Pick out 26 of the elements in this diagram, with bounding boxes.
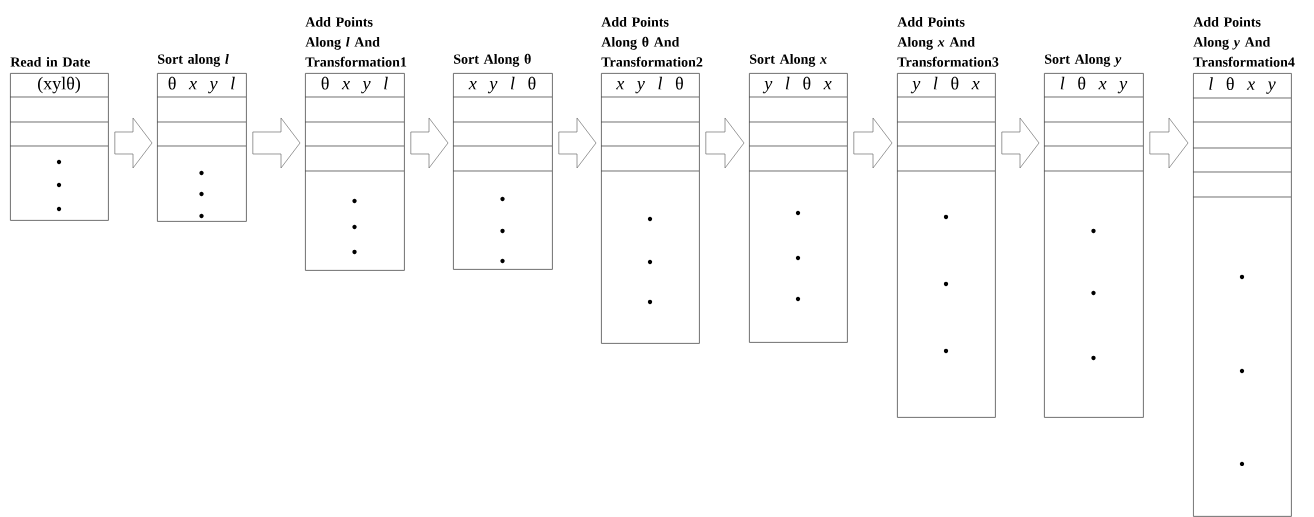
heading: Sort Along x <box>750 53 827 67</box>
column-header-text: x y l θ <box>616 76 683 94</box>
heading: Sort along l <box>158 53 229 67</box>
column-header-text: θ x y l <box>321 76 388 94</box>
block-arrow <box>1149 117 1189 169</box>
heading: Add Points Along θ And Transformation2 <box>601 16 703 67</box>
column-header-text: l θ x y <box>1060 76 1128 94</box>
column-header-text: y l θ x <box>762 76 832 94</box>
block-arrow <box>853 117 893 169</box>
block-arrow <box>114 117 153 169</box>
heading: Read in Date <box>10 56 90 67</box>
heading: Add Points Along x And Transformation3 <box>897 16 999 67</box>
heading: Sort Along y <box>1045 53 1122 67</box>
heading: Add Points Along l And Transformation1 <box>305 16 407 67</box>
block-arrow <box>252 117 301 169</box>
block-arrow <box>1001 117 1040 169</box>
heading: Add Points Along y And Transformation4 <box>1193 16 1295 67</box>
column-header-text: y l θ x <box>910 76 980 94</box>
block-arrow <box>558 117 597 169</box>
heading: Sort Along θ <box>454 53 531 67</box>
column-header-text: x y l θ <box>468 76 536 94</box>
column-header-text: θ x y l <box>168 76 235 94</box>
column-header-text: (xylθ) <box>38 76 81 94</box>
block-arrow <box>705 117 745 169</box>
block-arrow <box>410 117 449 169</box>
column-header-text: l θ x y <box>1209 77 1276 94</box>
